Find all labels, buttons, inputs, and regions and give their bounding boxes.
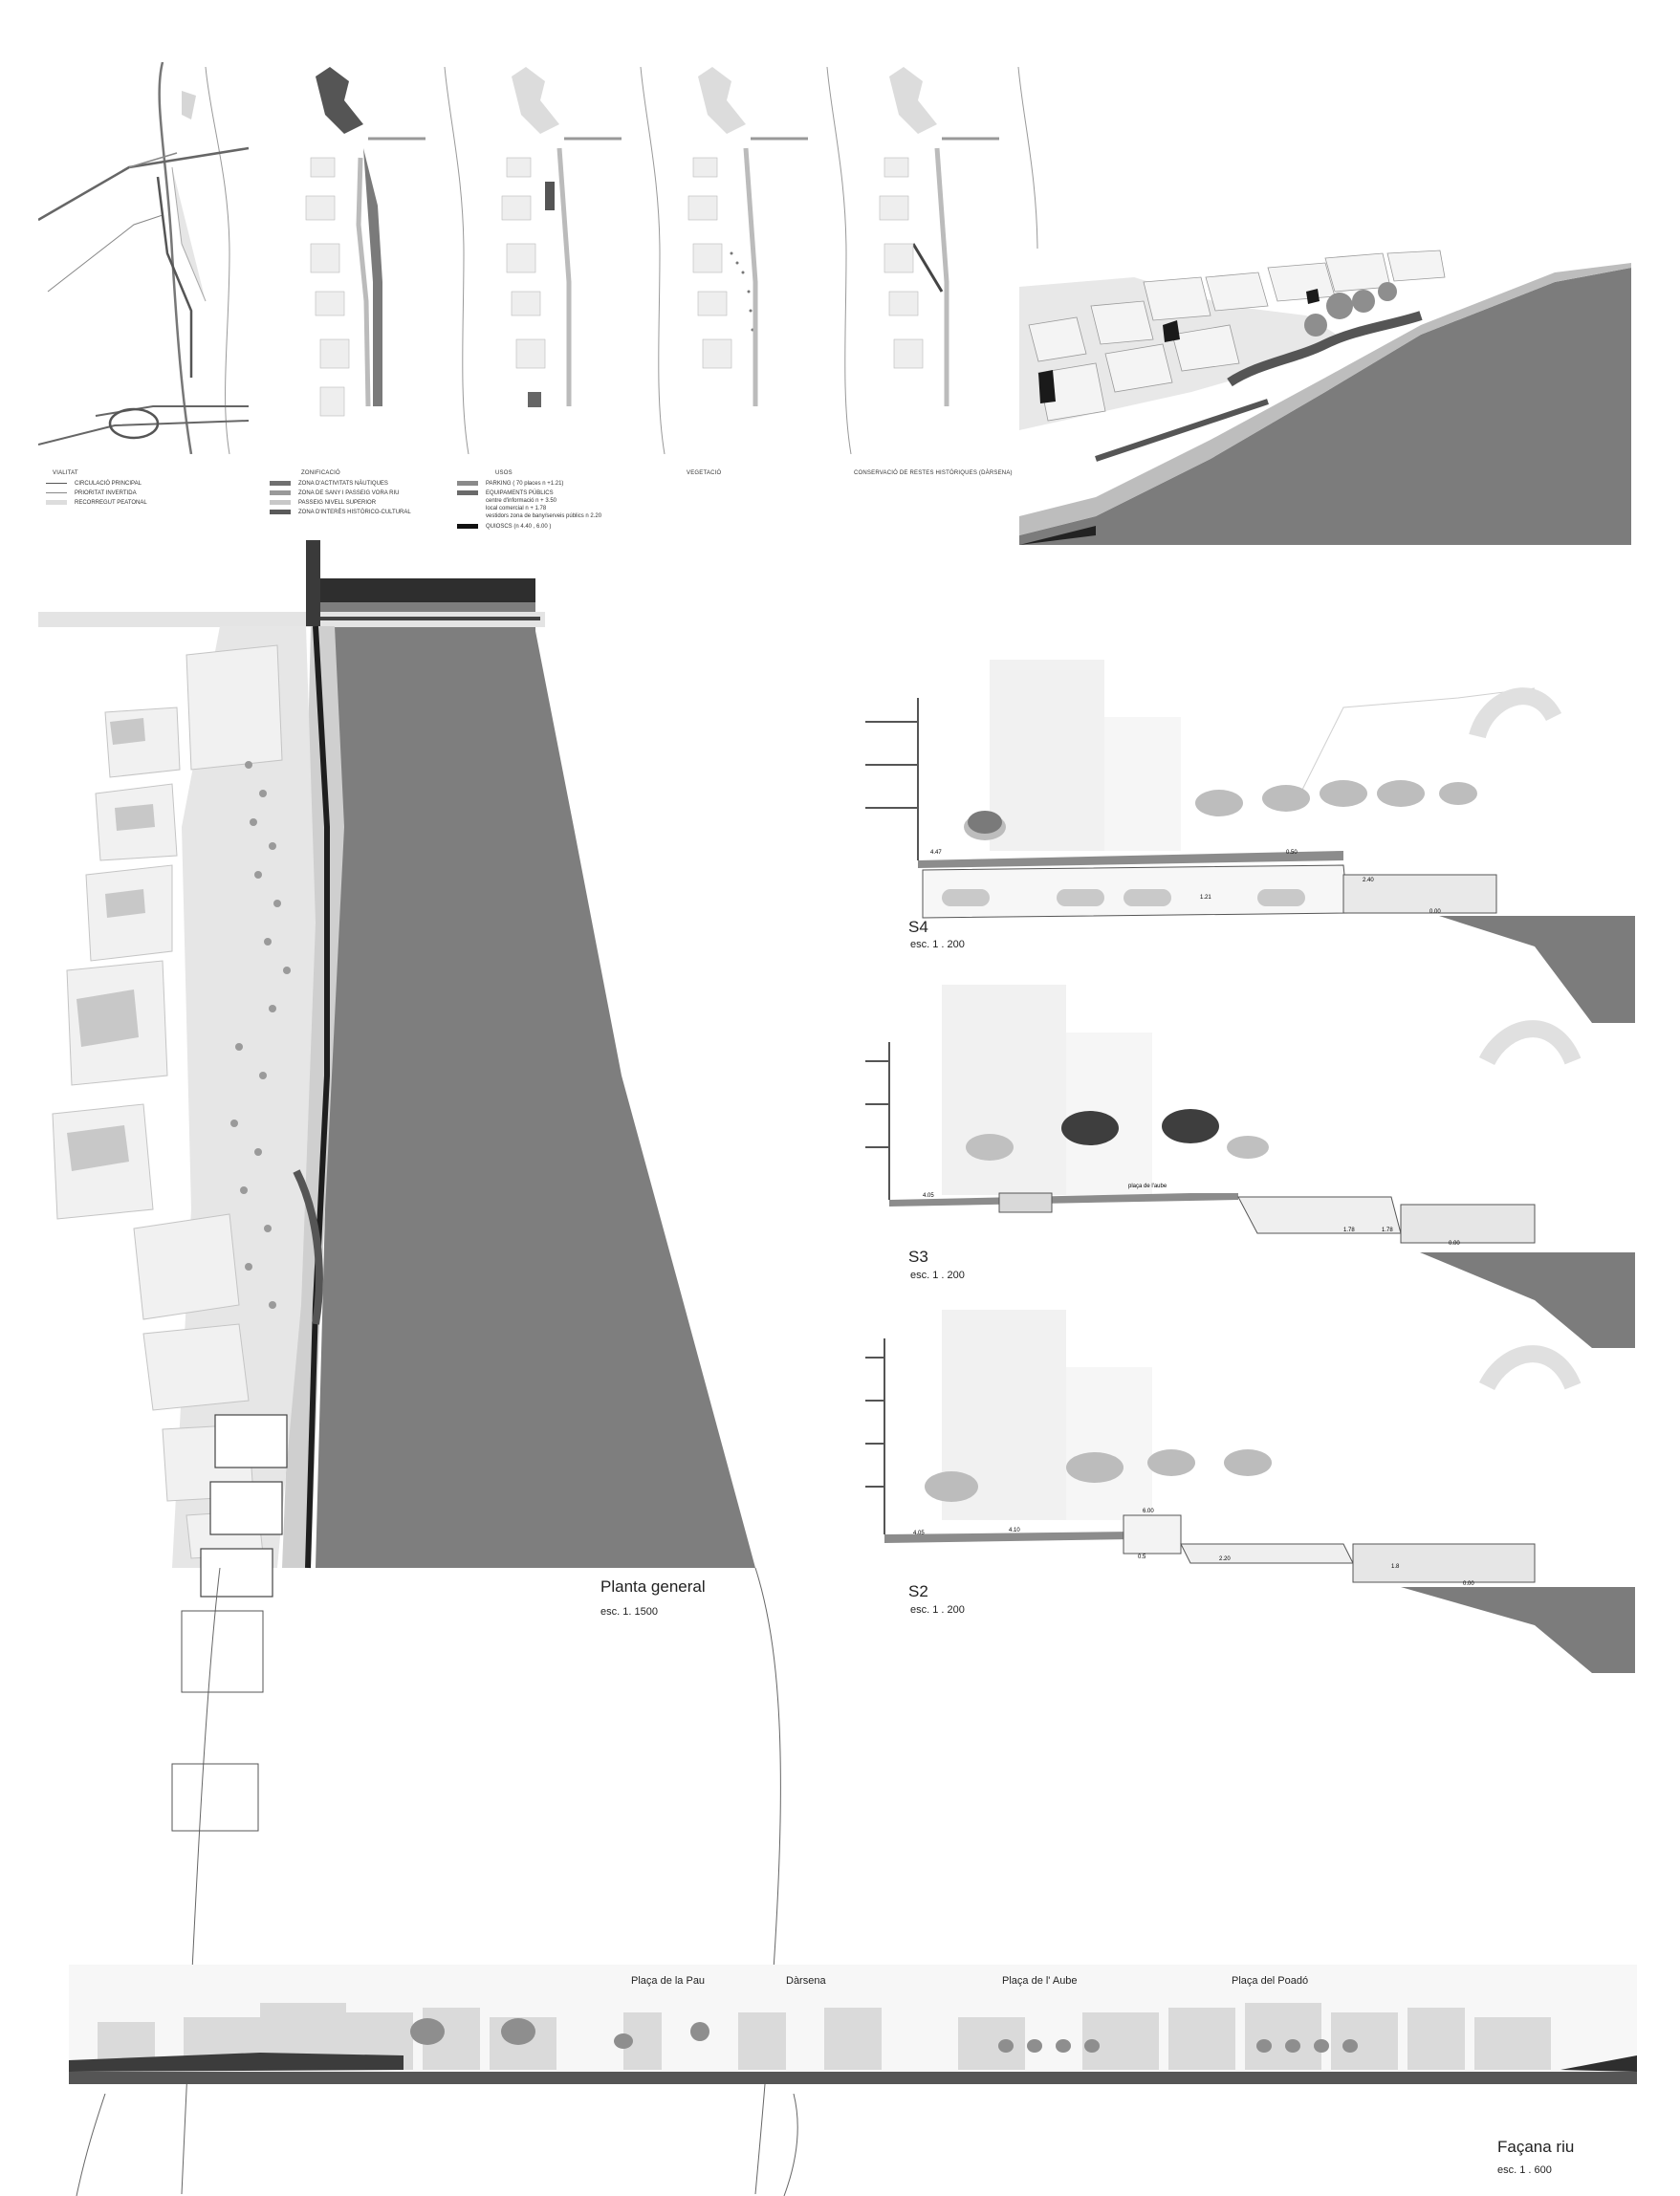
legend-item: ZONA D'ACTIVITATS NÀUTIQUES	[270, 481, 388, 487]
plan-title: Planta general	[600, 1577, 706, 1596]
section-s3: 4.05 1.78 1.78 0.00 plaça de l'aube	[865, 985, 1635, 1348]
level-label: 1.21	[1200, 895, 1211, 901]
level-label: 2.40	[1363, 878, 1374, 883]
river-area	[311, 578, 755, 1568]
section-s4-scale: esc. 1 . 200	[910, 939, 965, 950]
mini-map-vialitat	[38, 62, 250, 454]
place-label: Plaça de la Pau	[631, 1975, 706, 1987]
legend-item: RECORREGUT PEATONAL	[46, 500, 147, 506]
level-label: 1.8	[1391, 1564, 1400, 1570]
elevation-scale: esc. 1 . 600	[1497, 2164, 1552, 2176]
legend-item: local comercial n + 1.78	[486, 506, 547, 511]
elevation-title: Façana riu	[1497, 2138, 1575, 2156]
mini-map-usos	[501, 66, 665, 454]
level-label: 1.78	[1382, 1228, 1393, 1233]
place-label: Plaça del Poadó	[1232, 1975, 1309, 1987]
level-label: 0.5	[1138, 1555, 1146, 1560]
level-label: 4.05	[913, 1531, 925, 1536]
mini-map-vegetacio	[687, 66, 852, 454]
legend-item: CIRCULACIÓ PRINCIPAL	[46, 481, 142, 487]
legend-item: PARKING ( 70 places n +1.21)	[457, 481, 563, 487]
section-s3-title: S3	[908, 1248, 928, 1266]
mini-map-zonificacio	[305, 66, 469, 454]
section-s2-title: S2	[908, 1582, 928, 1600]
legend-title-usos: USOS	[495, 470, 513, 476]
legend-title-vegetacio: VEGETACIÓ	[687, 470, 722, 476]
level-label: 0.00	[1429, 909, 1441, 915]
section-s3-scale: esc. 1 . 200	[910, 1270, 965, 1281]
legend-title-zonificacio: ZONIFICACIÓ	[301, 470, 340, 476]
legend-item: PRIORITAT INVERTIDA	[46, 490, 137, 496]
section-s2: 4.05 4.10 6.00 0.5 2.20 1.8 0.00	[865, 1310, 1635, 1673]
level-label: 4.05	[923, 1193, 934, 1199]
section-s4-title: S4	[908, 918, 928, 936]
mini-map-conservacio	[879, 66, 1043, 454]
legend-item: PASSEIG NIVELL SUPERIOR	[270, 500, 376, 506]
legend-item: vestidors zona de bany/serveis públics n…	[486, 513, 602, 519]
level-label: 6.00	[1143, 1509, 1154, 1514]
level-label: 0.00	[1449, 1241, 1460, 1247]
plan-outline-bottom	[76, 2094, 798, 2196]
section-s2-scale: esc. 1 . 200	[910, 1604, 965, 1616]
legend-item: ZONA D'INTERÈS HISTÒRICO-CULTURAL	[270, 510, 411, 515]
level-label: 0.50	[1286, 850, 1298, 856]
legend-item: centre d'informació n + 3.50	[486, 498, 557, 504]
legend-item: EQUIPAMENTS PÚBLICS	[457, 490, 554, 496]
river-elevation	[69, 1965, 1637, 2084]
place-label: Dàrsena	[786, 1975, 826, 1987]
level-label: 1.78	[1343, 1228, 1355, 1233]
section-s4: 4.47 1.21 0.00 0.50 2.40	[865, 660, 1635, 1023]
level-label: 4.10	[1009, 1528, 1020, 1533]
legend-item: ZONA DE SANY I PASSEIG VORA RIU	[270, 490, 399, 496]
level-note: plaça de l'aube	[1128, 1184, 1167, 1189]
legend-title-vialitat: VIALITAT	[53, 470, 78, 476]
level-label: 2.20	[1219, 1556, 1231, 1562]
level-label: 4.47	[930, 850, 942, 856]
place-label: Plaça de l' Aube	[1002, 1975, 1078, 1987]
legend-item: QUIOSCS (n 4.40 , 6.00 )	[457, 524, 551, 530]
aerial-perspective	[1019, 249, 1631, 545]
legend-title-conservacio: CONSERVACIÓ DE RESTES HISTÒRIQUES (DÀRSE…	[854, 470, 1013, 476]
plan-scale: esc. 1. 1500	[600, 1606, 658, 1618]
general-plan	[38, 540, 781, 2194]
level-label: 0.00	[1463, 1581, 1474, 1587]
